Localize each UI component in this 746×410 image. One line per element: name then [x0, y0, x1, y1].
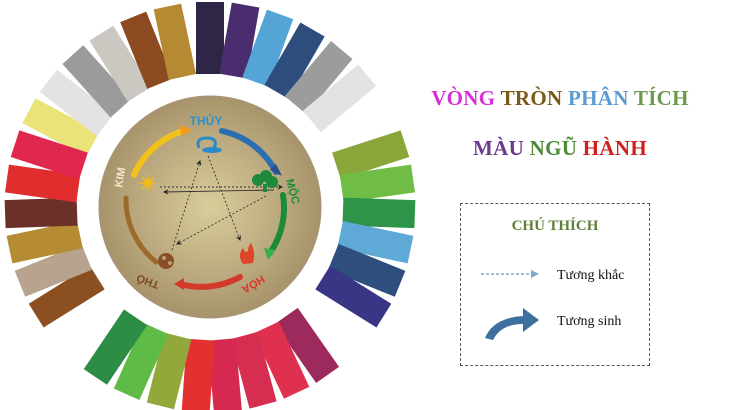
- arrow-tho-to-kim: [123, 195, 159, 265]
- color-swatch: [10, 130, 88, 180]
- water-cloud-icon: [196, 136, 222, 153]
- five-elements-color-wheel: THỦY MỘC HỎA THỔ KIM: [4, 2, 416, 410]
- title-word: TRÒN: [500, 86, 569, 110]
- title-word: MÀU: [473, 136, 530, 160]
- title-line-1: VÒNG TRÒN PHÂN TÍCH: [400, 86, 720, 111]
- title-line-2: MÀU NGŨ HÀNH: [400, 136, 720, 161]
- color-swatch: [342, 197, 416, 229]
- color-swatch: [14, 243, 92, 297]
- color-swatch: [332, 130, 410, 180]
- element-label-kim: KIM: [113, 167, 128, 189]
- arrow-head: [270, 164, 282, 176]
- color-swatch: [207, 338, 242, 410]
- legend-item-tuong-sinh: Tương sinh: [461, 308, 649, 340]
- arrow-head: [180, 125, 192, 136]
- title-word: HÀNH: [582, 136, 647, 160]
- color-swatch: [264, 22, 325, 99]
- fire-flame-icon: [240, 243, 255, 264]
- color-swatch: [339, 164, 415, 203]
- arrow-head: [174, 278, 184, 290]
- color-swatch: [6, 220, 83, 264]
- legend-label: Tương khắc: [557, 268, 625, 283]
- color-swatches: [4, 2, 416, 410]
- color-swatch: [315, 265, 392, 328]
- title-word: TÍCH: [633, 86, 689, 110]
- arrow-hoa-to-tho: [177, 274, 243, 290]
- color-swatch: [146, 332, 192, 410]
- earth-icon: [158, 253, 174, 269]
- color-swatch: [284, 40, 353, 115]
- title-word: PHÂN: [568, 86, 634, 110]
- color-swatch: [5, 164, 81, 203]
- pentagram: [160, 155, 284, 251]
- color-swatch: [28, 265, 105, 328]
- color-swatch: [153, 3, 197, 80]
- color-swatch: [22, 98, 100, 157]
- legend-box: CHÚ THÍCH Tương khắc Tương sinh: [460, 203, 650, 366]
- color-swatch: [337, 220, 414, 264]
- color-swatch: [196, 2, 224, 74]
- title-word: NGŨ: [529, 136, 583, 160]
- color-swatch: [242, 9, 294, 87]
- arrow-kim-to-thuy: [131, 128, 186, 178]
- title-word: VÒNG: [431, 86, 501, 110]
- arrow-head: [264, 248, 276, 260]
- arrow-moc-to-hoa: [267, 192, 288, 256]
- legend-item-tuong-khac: Tương khắc: [461, 264, 649, 294]
- color-swatch: [181, 338, 215, 410]
- color-swatch: [89, 25, 152, 102]
- color-swatch: [253, 321, 310, 399]
- legend-title: CHÚ THÍCH: [511, 218, 599, 234]
- color-swatch: [83, 309, 148, 385]
- dashed-arrow-icon: [481, 270, 539, 278]
- metal-sun-icon: [140, 175, 156, 191]
- wood-tree-icon: [252, 170, 278, 192]
- color-swatch: [274, 307, 340, 383]
- curved-arrow-icon: [485, 308, 539, 340]
- color-swatch: [39, 69, 114, 137]
- color-swatch: [4, 197, 78, 229]
- color-swatch: [302, 64, 377, 133]
- arrow-thuy-to-moc: [219, 128, 279, 175]
- legend-label: Tương sinh: [557, 314, 622, 329]
- color-swatch: [113, 322, 169, 400]
- color-swatch: [120, 11, 174, 89]
- element-label-moc: MỘC: [283, 177, 302, 205]
- element-label-thuy: THỦY: [190, 113, 223, 128]
- color-swatch: [328, 243, 406, 297]
- color-swatch: [230, 331, 277, 409]
- color-swatch: [62, 45, 132, 118]
